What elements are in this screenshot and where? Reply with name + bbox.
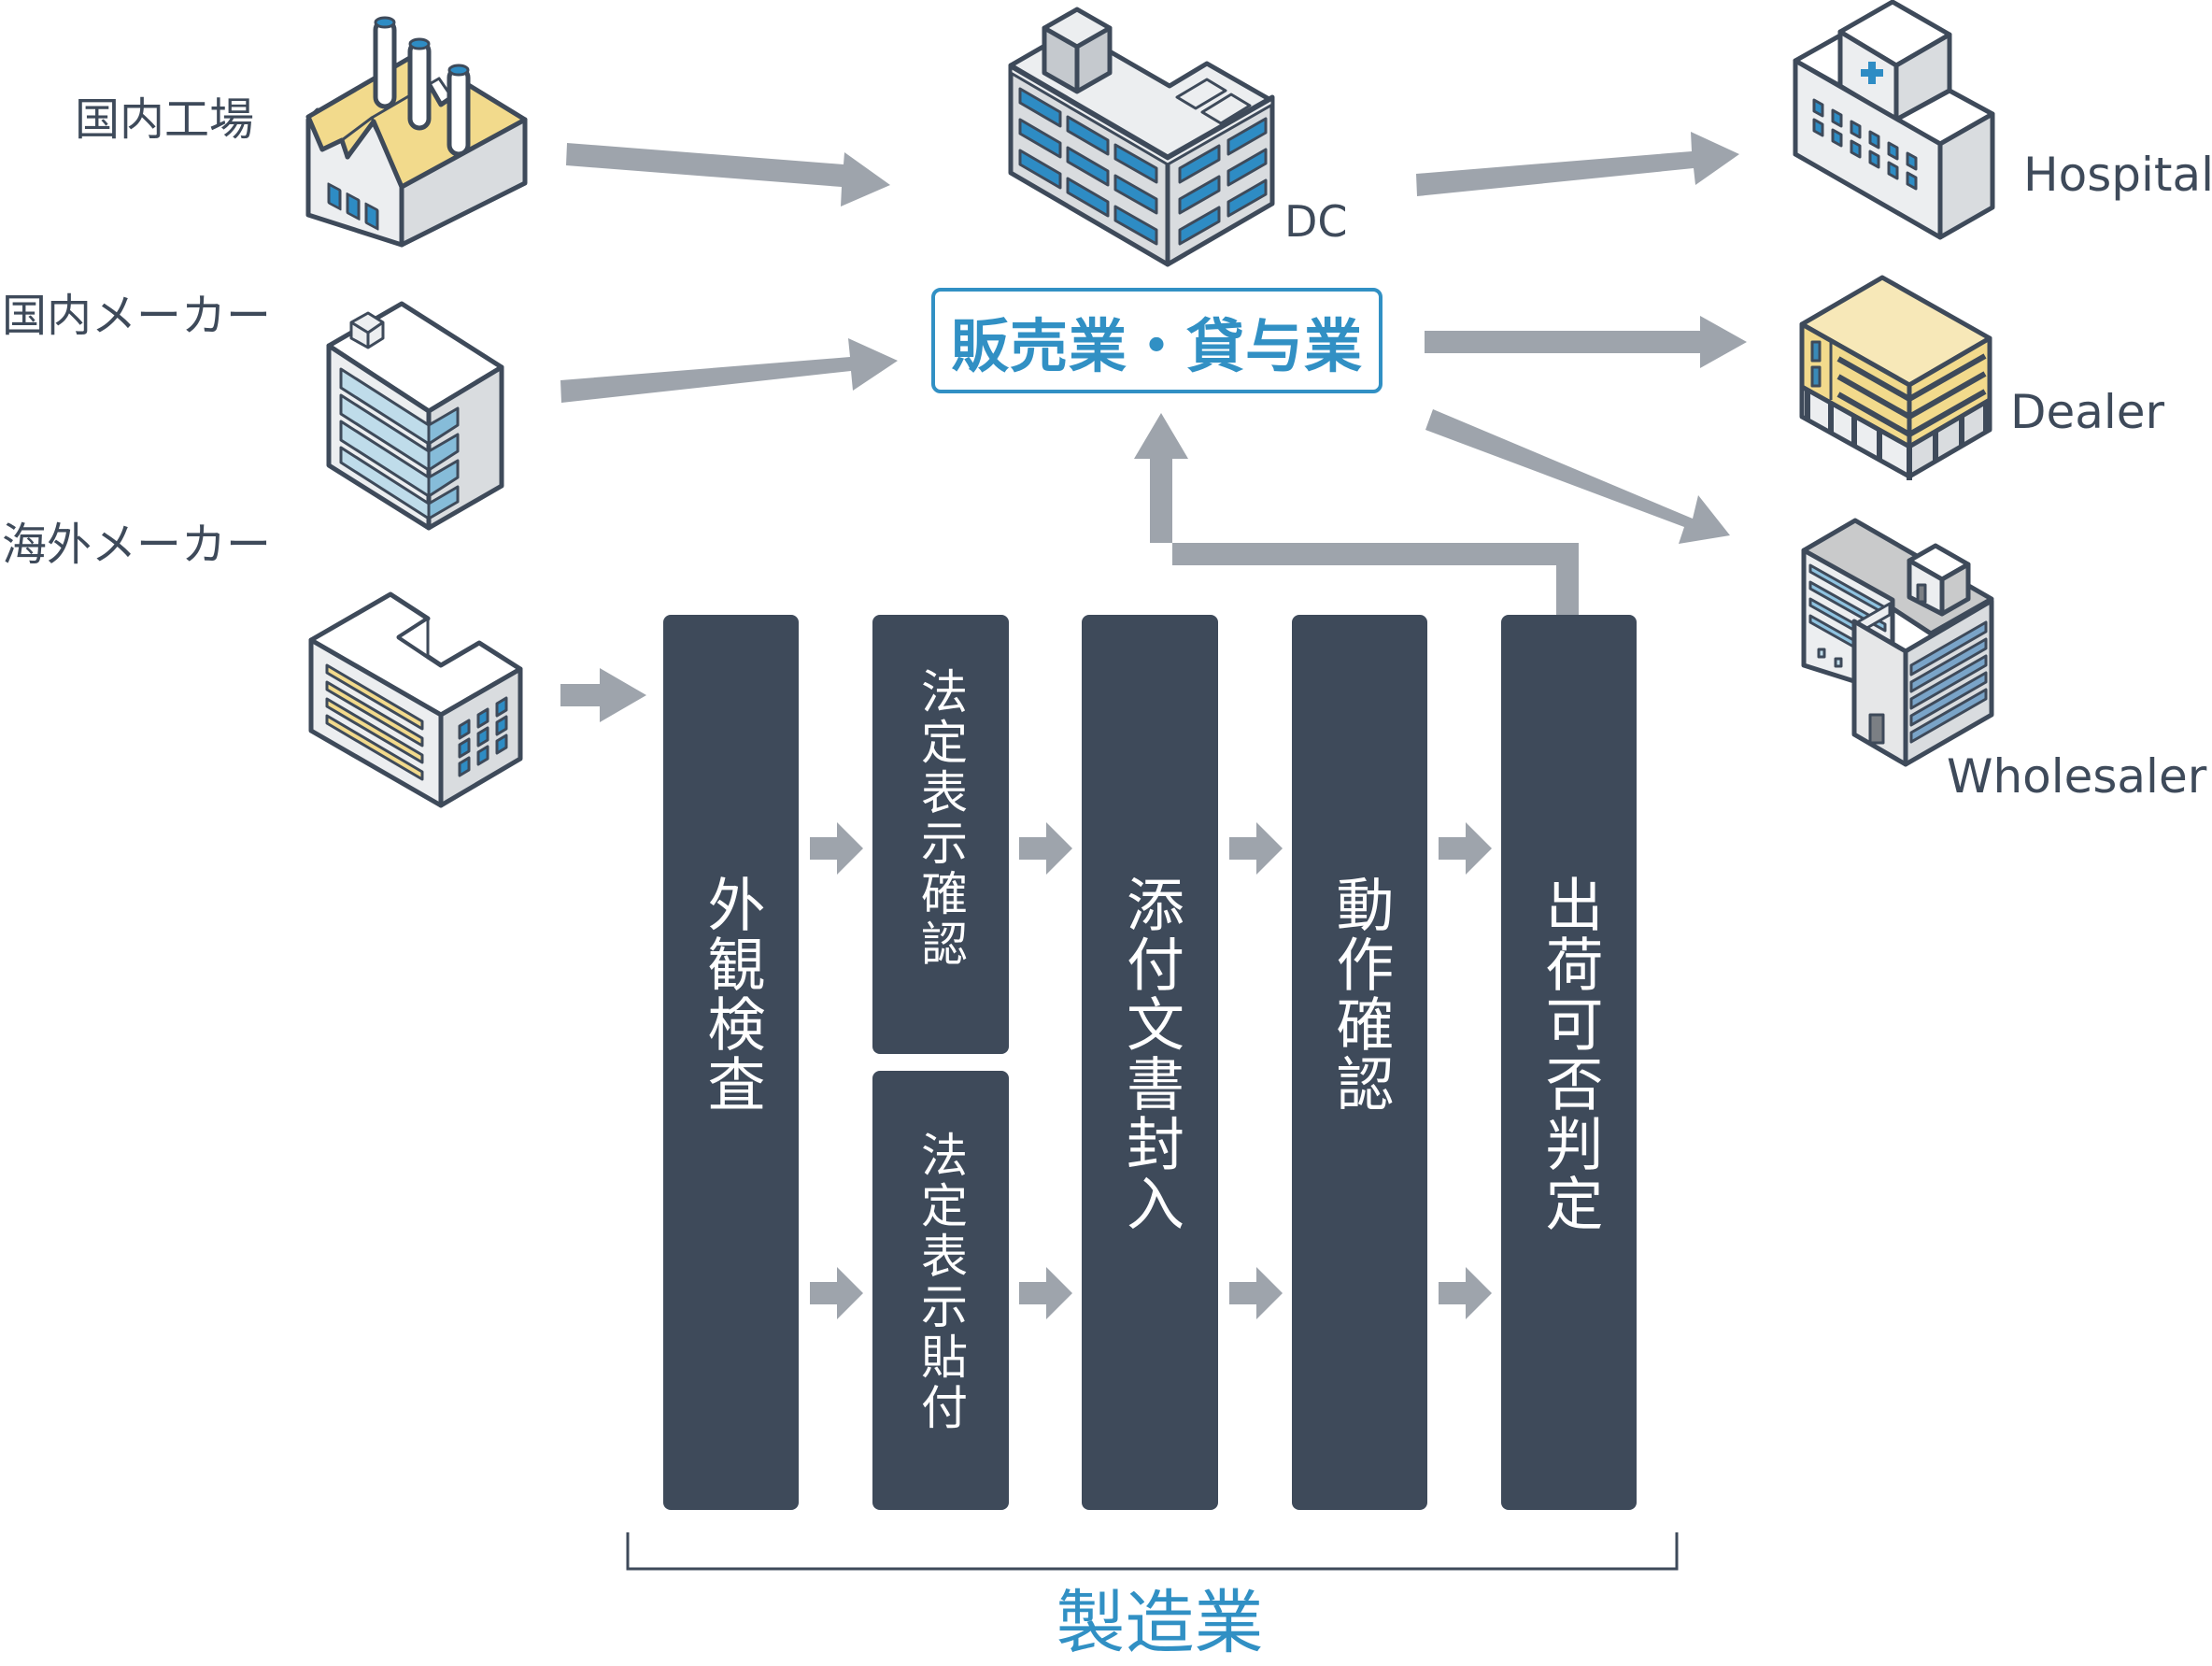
- arrow-shipping-to-trade: [1134, 413, 1579, 615]
- manufacturing-label: 製造業: [1056, 1583, 1264, 1663]
- process-step-document-insert: 添付文書封入: [1082, 615, 1218, 1510]
- process-step-operation-check: 動作確認: [1292, 615, 1427, 1510]
- arrow-maker-to-trade: [560, 338, 898, 403]
- process-step-label: 出荷可否判定: [1535, 875, 1604, 1233]
- distribution-center-icon: [1008, 7, 1275, 267]
- dealer-building-icon: [1799, 275, 1992, 480]
- arrow-dc-to-hospital: [1416, 132, 1739, 196]
- arrow-factory-to-dc: [566, 143, 890, 206]
- factory-icon: [305, 16, 528, 248]
- source-label-domestic-factory: 国内工場: [75, 93, 255, 146]
- dc-label: DC: [1284, 196, 1348, 247]
- source-label-domestic-maker: 国内メーカー: [2, 290, 272, 342]
- source-label-overseas-maker: 海外メーカー: [2, 519, 272, 571]
- arrow-trade-to-wholesaler: [1425, 409, 1730, 544]
- process-step-label-check: 法定表示確認: [872, 615, 1009, 1054]
- trade-box-sales-rental: 販売業・貸与業: [931, 288, 1382, 393]
- arrow-overseas-to-process: [560, 668, 646, 722]
- process-arrows-upper: [810, 822, 1492, 875]
- process-step-label: 動作確認: [1326, 875, 1395, 1114]
- office-tower-icon: [326, 301, 504, 531]
- process-step-label: 法定表示確認: [914, 667, 968, 970]
- process-arrows-lower: [810, 1267, 1492, 1319]
- process-step-label: 添付文書封入: [1116, 875, 1184, 1233]
- dest-label-wholesaler: Wholesaler: [1947, 749, 2207, 804]
- dest-label-dealer: Dealer: [2010, 385, 2165, 439]
- dest-label-hospital: Hospital: [2023, 148, 2212, 202]
- process-step-label: 外観検査: [697, 875, 766, 1114]
- arrow-trade-to-dealer: [1425, 316, 1747, 368]
- manufacturing-bracket: [626, 1532, 1679, 1571]
- hospital-icon: [1793, 0, 1995, 240]
- wholesaler-building-icon: [1801, 518, 1994, 767]
- process-step-label: 法定表示貼付: [914, 1131, 968, 1433]
- overseas-building-icon: [308, 591, 523, 808]
- process-step-shipping-decision: 出荷可否判定: [1501, 615, 1637, 1510]
- process-step-visual-inspection: 外観検査: [663, 615, 799, 1510]
- trade-box-label: 販売業・貸与業: [950, 311, 1363, 380]
- process-step-label-attach: 法定表示貼付: [872, 1071, 1009, 1510]
